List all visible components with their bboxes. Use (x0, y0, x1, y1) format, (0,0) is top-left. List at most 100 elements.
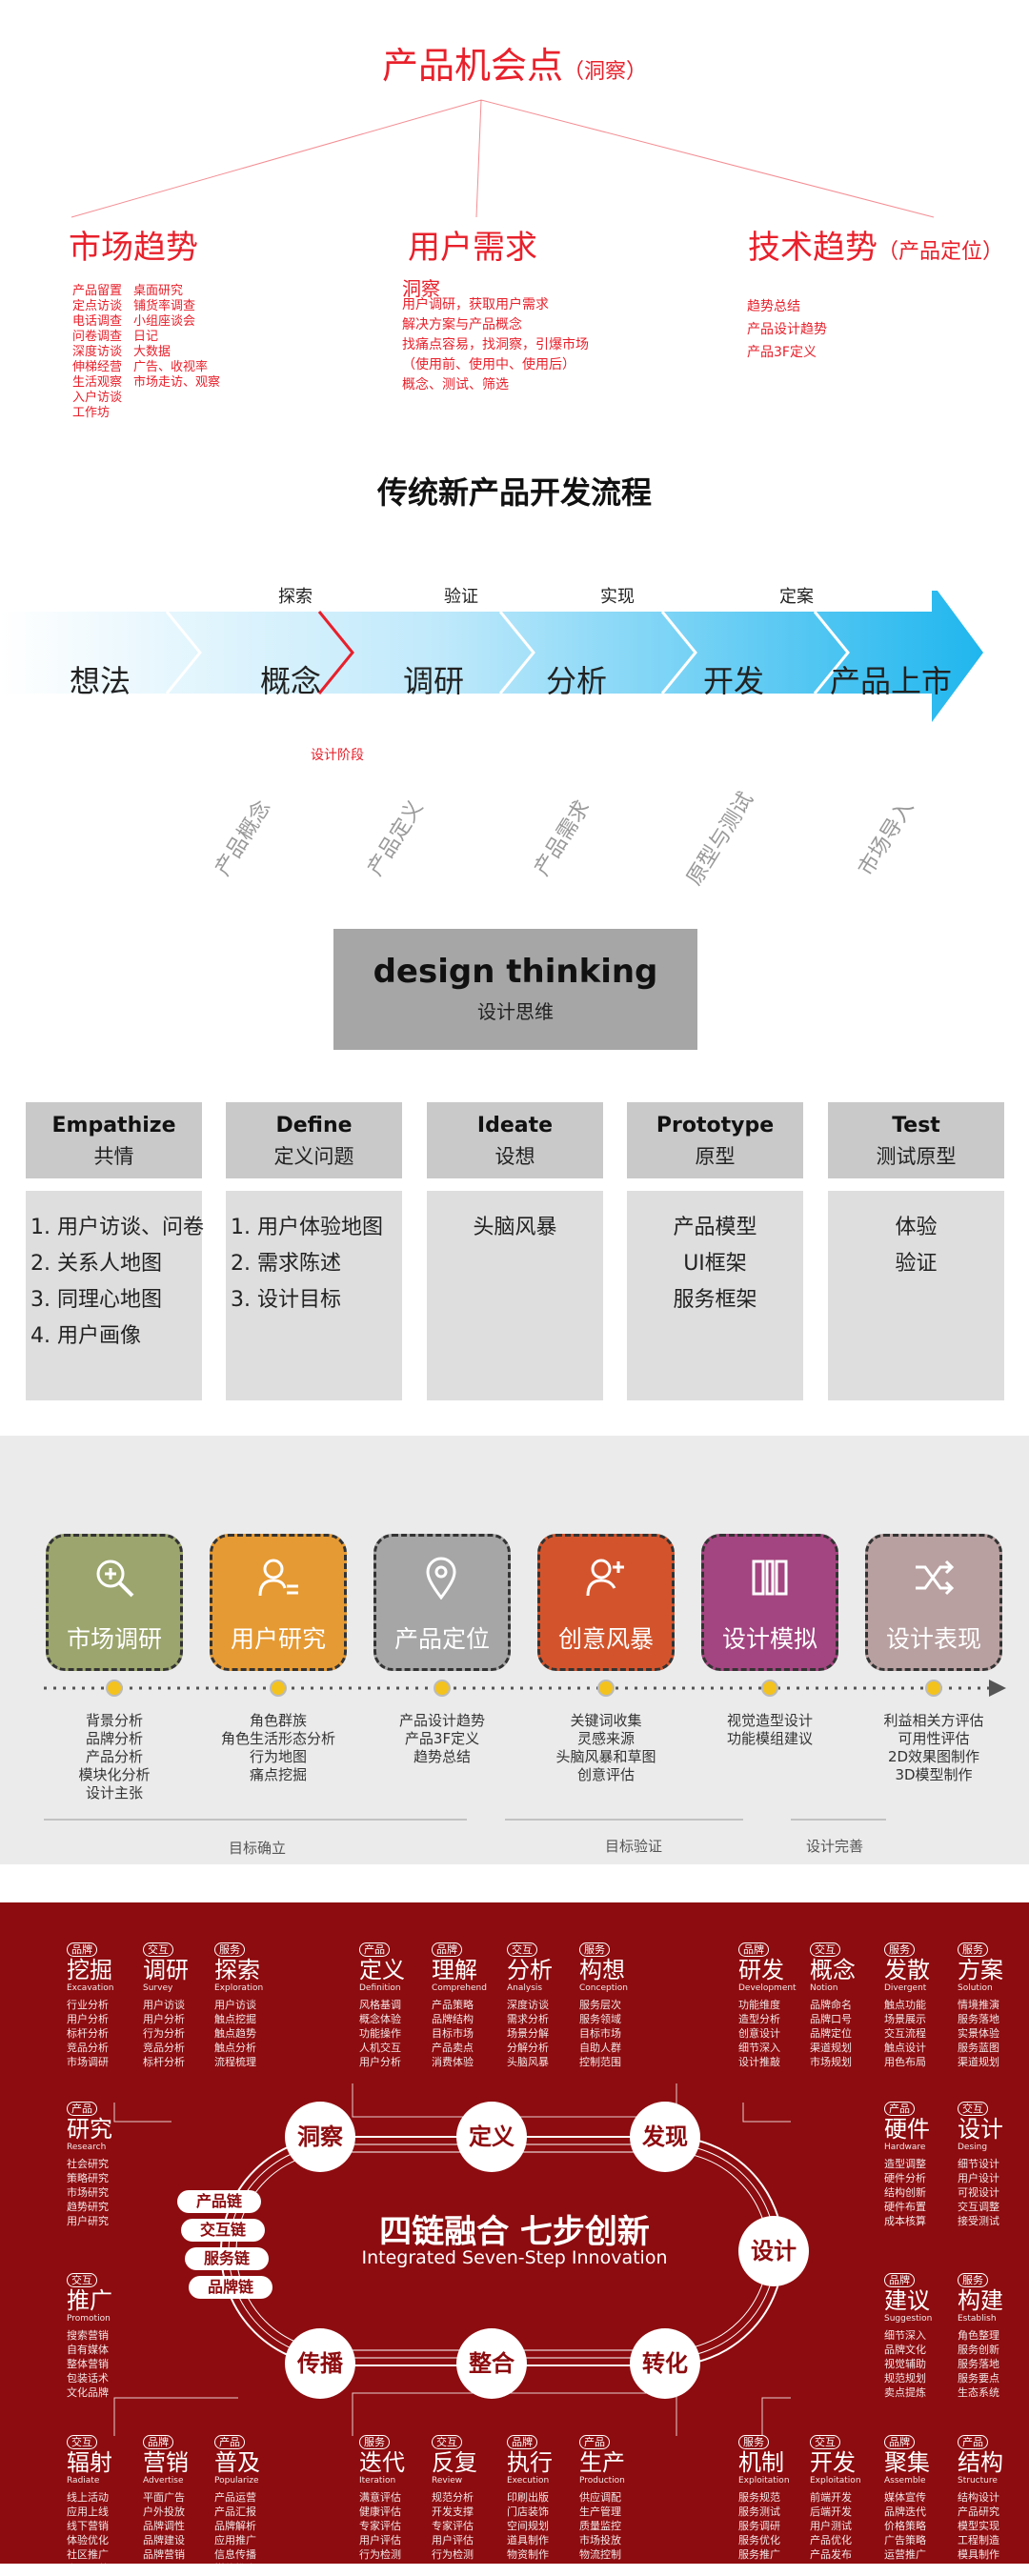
group-word: 方案 (958, 1957, 1003, 1983)
footer-goal-establish: 目标确立 (229, 1840, 287, 1857)
dt-column-items: 头脑风暴 (427, 1191, 603, 1246)
dt-item: 4. 用户画像 (30, 1324, 141, 1348)
group-word: 机制 (738, 2449, 784, 2476)
desc-line: 3D模型制作 (895, 1766, 973, 1783)
group-item: 品牌解析 (214, 2520, 256, 2532)
group-item: 细节深入 (884, 2329, 926, 2342)
group-word: 普及 (214, 2449, 260, 2476)
design-thinking-banner: design thinking 设计思维 (333, 929, 697, 1050)
dt-column-en: Define (275, 1114, 353, 1137)
group-items: 细节深入品牌文化视觉辅助规范规划卖点提炼 (884, 2328, 955, 2400)
stage-top-label: 定案 (779, 587, 814, 607)
group-tag: 产品 (214, 2435, 245, 2449)
group-item: 满意评估 (359, 2491, 401, 2504)
group-word: 调研 (143, 1957, 189, 1983)
timeline-dot (434, 1680, 451, 1697)
innovation-subtitle: Integrated Seven-Step Innovation (361, 2247, 668, 2268)
group-en: Execution (507, 2476, 550, 2485)
traditional-process-section: 传统新产品开发流程 探索验证实现定案 想法概念调研分析开发产品上市 设计阶段 产… (0, 448, 1029, 896)
group-tag: 产品 (579, 2435, 610, 2449)
dt-column-en: Empathize (51, 1114, 176, 1137)
dt-column-zh: 测试原型 (876, 1145, 957, 1168)
dt-column-header: Empathize 共情 (26, 1102, 202, 1178)
group-en: Popularize (214, 2476, 259, 2485)
group-en: Structure (958, 2476, 998, 2485)
process-card: 创意风暴 (537, 1534, 675, 1671)
dt-column-zh: 共情 (93, 1145, 134, 1168)
dt-item: 2. 需求陈述 (231, 1252, 341, 1276)
user-needs-sub: 洞察 (402, 277, 440, 300)
group-item: 社会研究 (67, 2158, 109, 2170)
dt-item: UI框架 (683, 1252, 747, 1276)
group-word: 迭代 (359, 2449, 405, 2476)
innovation-node: 转化 (630, 2328, 700, 2399)
group-word: 挖掘 (67, 1957, 112, 1983)
group-item: 目标市场 (579, 2027, 621, 2040)
group-en: Analysis (507, 1983, 543, 1993)
group-en: Suggestion (884, 2314, 933, 2324)
process-arrow-graphic (0, 591, 983, 722)
dt-column-body: 体验验证 (828, 1191, 1004, 1400)
group-word: 构建 (958, 2287, 1003, 2314)
group-tag: 交互 (143, 1942, 173, 1957)
group-tag: 交互 (67, 2435, 97, 2449)
innovation-chain: 产品链 (177, 2190, 261, 2213)
dt-item: 验证 (895, 1252, 938, 1276)
group-en: Desing (958, 2143, 988, 2152)
group-item: 交互流程 (884, 2027, 926, 2040)
process-card: 产品定位 (373, 1534, 511, 1671)
group-en: Solution (958, 1983, 993, 1993)
market-item: 产品留置 (72, 284, 123, 298)
group-tag: 产品 (67, 2102, 97, 2116)
group-items: 品牌命名品牌口号品牌定位渠道规划市场规划 (810, 1998, 880, 2069)
opportunity-section: 产品机会点（洞察） 市场趋势 产品留置定点访谈电话调查问卷调查深度访谈伸梯经营生… (0, 0, 1029, 438)
process-card-desc: 关键词收集灵感来源头脑风暴和草图创意评估 (520, 1712, 692, 1784)
market-item: 铺货率调查 (133, 299, 196, 313)
group-item: 成本核算 (884, 2215, 926, 2227)
stage-top-label: 验证 (444, 587, 478, 607)
group-item: 可视设计 (958, 2186, 999, 2199)
stage-label: 开发 (702, 663, 764, 699)
group-item: 社区推广 (67, 2548, 109, 2561)
stage-top-label: 实现 (600, 587, 635, 607)
process-card: 设计表现 (865, 1534, 1002, 1671)
group-item: 印刷出版 (507, 2491, 549, 2504)
group-tag: 服务 (359, 2435, 390, 2449)
user-needs-heading: 用户需求 (408, 229, 537, 267)
group-items: 情境推演服务落地实景体验服务蓝图渠道规划 (958, 1998, 1028, 2069)
group-item: 用户评估 (359, 2534, 401, 2546)
group-en: Exploitation (810, 2476, 861, 2485)
group-en: Research (67, 2143, 107, 2152)
timeline-dot (106, 1680, 123, 1697)
group-en: Iteration (359, 2476, 396, 2485)
group-item: 视觉辅助 (884, 2358, 926, 2370)
group-items: 细节设计用户设计可视设计交互调整接受测试 (958, 2157, 1028, 2228)
group-item: 交互调整 (958, 2201, 999, 2213)
group-item: 搜索营销 (67, 2329, 109, 2342)
group-tag: 品牌 (432, 1942, 462, 1957)
dt-column-en: Test (892, 1114, 940, 1137)
group-word: 聚集 (884, 2449, 930, 2476)
group-tag: 品牌 (884, 2435, 915, 2449)
group-en: Establish (958, 2314, 997, 2324)
group-item: 体验优化 (67, 2534, 109, 2546)
group-item: 品牌文化 (884, 2344, 926, 2356)
group-item: 造型调整 (884, 2158, 926, 2170)
group-item: 触点功能 (884, 1999, 926, 2011)
group-item: 用色布局 (884, 2056, 926, 2068)
group-item: 模具制作 (958, 2548, 999, 2561)
group-item: 线下营销 (67, 2520, 109, 2532)
group-word: 概念 (810, 1957, 856, 1983)
user-needs-item: （使用前、使用中、使用后） (402, 357, 575, 372)
